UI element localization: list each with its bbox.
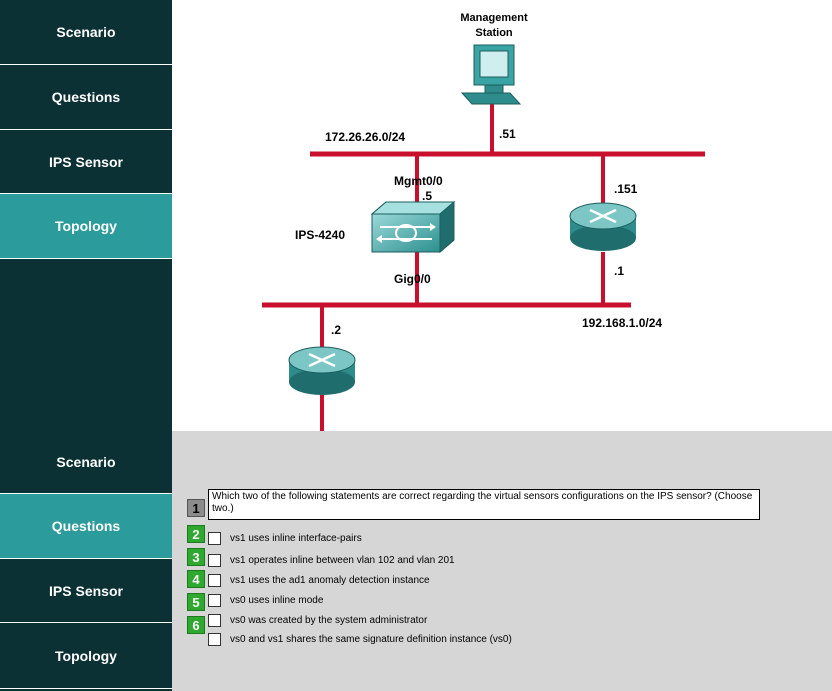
nav-questions[interactable]: Questions [0, 65, 172, 130]
answer-label: vs0 was created by the system administra… [230, 614, 428, 626]
question-number-3[interactable]: 3 [187, 548, 205, 566]
management-station-label: Management Station [460, 12, 528, 39]
answer-label: vs0 uses inline mode [230, 594, 324, 606]
question-number-2[interactable]: 2 [187, 525, 205, 543]
nav-ips-sensor[interactable]: IPS Sensor [0, 130, 172, 194]
sensor-mgmt-ip-label: .5 [422, 189, 433, 203]
sensor-data-iface-label: Gig0/0 [394, 272, 431, 286]
answer-option[interactable]: vs0 and vs1 shares the same signature de… [208, 631, 512, 647]
answer-checkbox[interactable] [208, 531, 221, 545]
network-links [262, 102, 705, 431]
nav-label: IPS Sensor [49, 153, 123, 170]
answer-option[interactable]: vs1 operates inline between vlan 102 and… [208, 552, 455, 568]
answer-label: vs1 operates inline between vlan 102 and… [230, 554, 455, 566]
answer-label: vs1 uses the ad1 anomaly detection insta… [230, 574, 430, 586]
answer-option[interactable]: vs1 uses the ad1 anomaly detection insta… [208, 572, 430, 588]
answer-checkbox[interactable] [208, 553, 221, 567]
topology-diagram: Management Station .51 172.26.26.0/24 Mg… [172, 0, 832, 431]
answer-checkbox[interactable] [208, 593, 221, 607]
nav-scenario[interactable]: Scenario [0, 431, 172, 494]
nav-label: Topology [55, 647, 117, 664]
management-station-icon [460, 44, 522, 105]
router-right-top-ip-label: .151 [614, 182, 638, 196]
nav-scenario[interactable]: Scenario [0, 0, 172, 65]
answer-label: vs1 uses inline interface-pairs [230, 532, 362, 544]
answer-option[interactable]: vs0 was created by the system administra… [208, 612, 427, 628]
mgmt-station-ip-label: .51 [499, 127, 516, 141]
question-number-1[interactable]: 1 [187, 499, 205, 517]
router-icon [569, 202, 637, 251]
nav-questions[interactable]: Questions [0, 494, 172, 559]
router-right-bottom-ip-label: .1 [614, 264, 625, 278]
nav-label: Questions [51, 518, 121, 534]
answer-checkbox[interactable] [208, 632, 221, 646]
answer-option[interactable]: vs0 uses inline mode [208, 592, 323, 608]
question-number-6[interactable]: 6 [187, 616, 205, 634]
answer-label: vs0 and vs1 shares the same signature de… [230, 633, 512, 645]
router-left-ip-label: .2 [331, 323, 342, 337]
question-text: Which two of the following statements ar… [208, 489, 760, 520]
nav-label: Topology [55, 218, 117, 234]
sidebar-bottom: Scenario Questions IPS Sensor Topology [0, 431, 172, 691]
topology-canvas [262, 44, 705, 431]
nav-topology[interactable]: Topology [0, 194, 172, 259]
sensor-name-label: IPS-4240 [295, 228, 346, 242]
question-panel: 1 2 3 4 5 6 Which two of the following s… [172, 431, 832, 691]
sidebar-top: Scenario Questions IPS Sensor Topology [0, 0, 172, 431]
answer-checkbox[interactable] [208, 613, 221, 627]
answer-checkbox[interactable] [208, 573, 221, 587]
question-number-4[interactable]: 4 [187, 570, 205, 588]
answer-option[interactable]: vs1 uses inline interface-pairs [208, 530, 362, 546]
mgmt-network-label: 172.26.26.0/24 [325, 130, 406, 144]
router-icon [288, 346, 356, 395]
ips-sensor-icon [370, 200, 456, 254]
nav-ips-sensor[interactable]: IPS Sensor [0, 559, 172, 623]
sensor-mgmt-iface-label: Mgmt0/0 [394, 174, 443, 188]
nav-label: IPS Sensor [49, 582, 123, 599]
nav-label: Questions [51, 89, 121, 105]
nav-label: Scenario [56, 24, 116, 40]
nav-label: Scenario [56, 454, 116, 470]
question-number-5[interactable]: 5 [187, 593, 205, 611]
inside-network-label: 192.168.1.0/24 [582, 316, 663, 330]
nav-topology[interactable]: Topology [0, 623, 172, 689]
